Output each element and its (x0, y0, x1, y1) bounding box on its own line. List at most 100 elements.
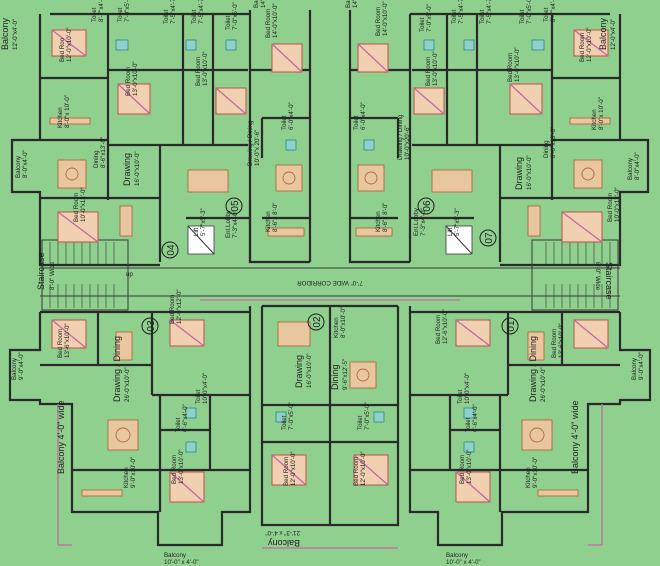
room-name: Toilet (117, 7, 124, 22)
room-dimension: 16'-0"x10'-0" (134, 151, 141, 186)
up-label: up (126, 271, 133, 278)
room-label-f06-balcony: Balcony14'-0"x4'-0" (345, 0, 359, 8)
room-dimension: 12'-0"x12'-0" (176, 289, 183, 324)
flat-number-02: 02 (312, 316, 323, 328)
room-dimension: 13'-0"x10'-0" (132, 61, 139, 96)
room-label-f05-balcony: Balcony14'-0"x4'-0" (253, 0, 267, 8)
room-name: Bed Room (459, 455, 466, 484)
room-name: Drawing / Dining (397, 114, 404, 160)
room-dimension: 9'-0"x4'-0" (638, 352, 645, 380)
room-name: Toilet (357, 415, 364, 430)
room-name: Balcony (627, 157, 634, 180)
room-name: Bed Room (283, 457, 290, 486)
room-name: Balcony (446, 552, 469, 559)
room-name: Toilet (281, 115, 288, 130)
room-name: Toilet (419, 17, 426, 32)
room-name: Drawing (294, 355, 304, 388)
room-dimension: 13'-6"x10'-0" (558, 323, 565, 358)
room-dimension: 8'-7"x4'-6" (550, 0, 557, 22)
flat-numbers: 04 05 06 07 03 02 01 (141, 197, 519, 335)
room-dimension: 12'-0"x4'-0" (610, 19, 617, 50)
room-dimension: 12'-0"x10'-0" (360, 451, 367, 486)
room-dimension: 10'-0"x20'-6" (404, 125, 411, 160)
room-name: Kitchen (591, 109, 598, 130)
room-name: Bed Room (579, 33, 586, 62)
room-dimension: 14'-0"x4'-0" (352, 0, 359, 8)
room-dimension: 7'-3"x4'-0" (420, 208, 427, 236)
furniture-bottom (51, 319, 609, 503)
room-name: Toilet (353, 115, 360, 130)
staircase-left: up Staircase 8'-0" Wide (36, 239, 133, 311)
staircase-dim: 8'-0" Wide (49, 261, 56, 290)
room-name: Bed Room (73, 193, 80, 222)
room-dimension: 13'-0"x10'-0" (514, 47, 521, 82)
room-name: Toilet (543, 7, 550, 22)
room-dimension: 7'-0"x5'-0" (526, 0, 533, 24)
room-dimension: 10'-0" x 4'-0" (164, 559, 199, 566)
room-name: Drawing (122, 153, 132, 186)
flat-number-03: 03 (146, 320, 157, 332)
room-name: Toilet (479, 9, 486, 24)
room-name: Kitchen (525, 467, 532, 488)
room-name: Balcony (0, 17, 10, 50)
room-dimension: 12'-6"x10'-0" (442, 309, 449, 344)
room-name: Bed Room (57, 329, 64, 358)
room-name: Dining (93, 150, 100, 168)
room-name: Kitchen (333, 317, 340, 338)
room-name: Toilet (91, 7, 98, 22)
room-name: Bed Room (169, 295, 176, 324)
room-dimension: 14'-0"x10'-0" (382, 1, 389, 36)
room-name: Balcony (164, 552, 187, 559)
room-name: Balcony 4'-0" wide (56, 401, 66, 474)
staircase-label: Staircase (604, 262, 614, 300)
room-dimension: 16'-0"x10'-0" (526, 155, 533, 190)
room-name: Toilet (195, 389, 202, 404)
room-dimension: 8'-0"x10'-0" (340, 307, 347, 338)
room-dimension: 8'-0"x 10'-0" (64, 95, 71, 128)
room-dimension: 5'-7"x5'-3" (454, 208, 461, 236)
room-dimension: 7'-5"x4'-7" (486, 0, 493, 24)
room-dimension: 9'-0"x10'-0" (532, 457, 539, 488)
room-dimension: 14'-0"x4'-0" (260, 0, 267, 8)
room-name: Balcony (267, 538, 300, 548)
room-name: Balcony (253, 0, 260, 8)
flat-number-07: 07 (484, 232, 495, 244)
bottom-block-walls (8, 304, 652, 549)
room-name: Toilet (465, 417, 472, 432)
room-name: Drawing / Dining (247, 120, 254, 166)
staircase-dim: 8'-0" Wide (594, 262, 601, 291)
room-dimension: 12'-0"x4'-0" (12, 19, 19, 50)
room-dimension: 10'-0"x4'-0" (202, 373, 209, 404)
room-dimension: 13'-0"x10'-0" (178, 449, 185, 484)
staircase-right: Staircase 8'-0" Wide (531, 239, 619, 311)
room-name: Kitchen (375, 211, 382, 232)
